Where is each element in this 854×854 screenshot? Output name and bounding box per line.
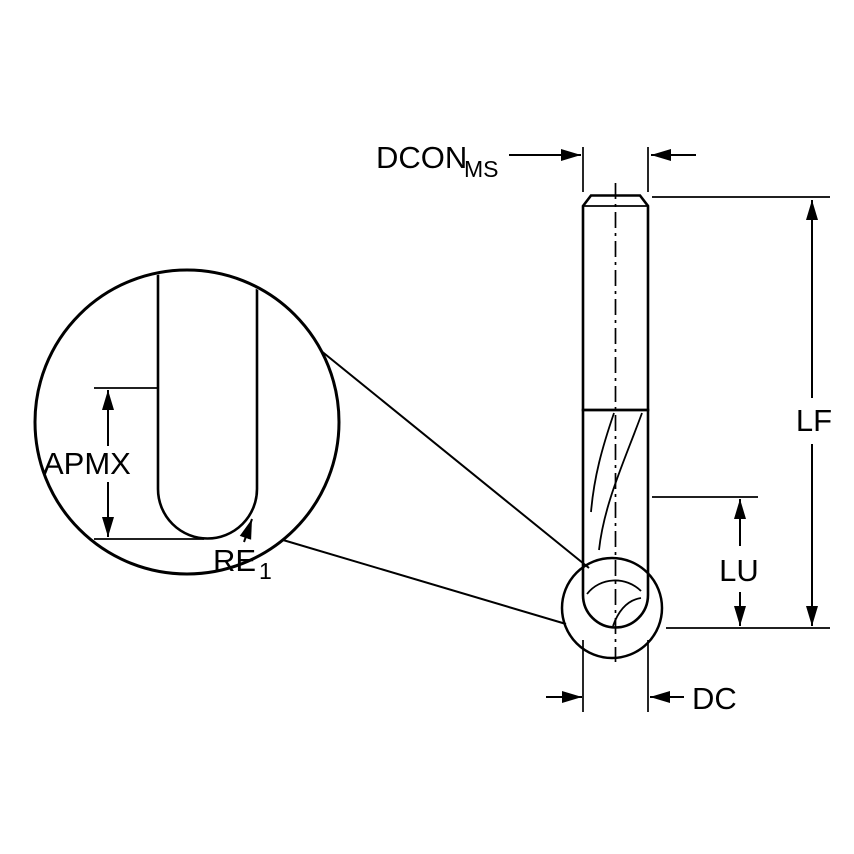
lf-label: LF bbox=[796, 403, 832, 438]
tool-drawing bbox=[581, 183, 650, 662]
tool-flute-section bbox=[581, 408, 650, 629]
ball-nose-edge-curve bbox=[586, 579, 642, 595]
detail-ball-tip bbox=[156, 272, 259, 540]
dc-label: DC bbox=[692, 681, 737, 716]
dcon-subscript: MS bbox=[464, 156, 499, 182]
dimension-dcon: DCON MS bbox=[376, 140, 696, 192]
dimension-lu: LU bbox=[652, 496, 759, 626]
re-subscript: 1 bbox=[259, 558, 272, 584]
detail-circle-outline bbox=[33, 268, 341, 576]
lu-label: LU bbox=[719, 553, 759, 588]
dcon-label: DCON bbox=[376, 140, 467, 175]
nose-detail-circle bbox=[560, 556, 664, 660]
dimension-dc: DC bbox=[546, 640, 737, 716]
ball-nose-edge-curve bbox=[612, 597, 642, 627]
dimension-lf: LF bbox=[652, 196, 832, 629]
leader-line-lower bbox=[282, 539, 567, 625]
flute-edge-curve bbox=[590, 412, 615, 513]
re-arrow bbox=[239, 518, 253, 543]
apmx-label: APMX bbox=[43, 446, 131, 481]
detail-leader-lines bbox=[282, 349, 590, 625]
dimension-apmx: APMX bbox=[43, 387, 204, 540]
re-label: RE bbox=[213, 543, 256, 578]
leader-line-upper bbox=[319, 349, 590, 569]
dimension-re: RE 1 bbox=[213, 518, 272, 584]
detail-circle-view: APMX RE 1 bbox=[33, 268, 341, 584]
flute-edge-curve bbox=[598, 412, 643, 551]
